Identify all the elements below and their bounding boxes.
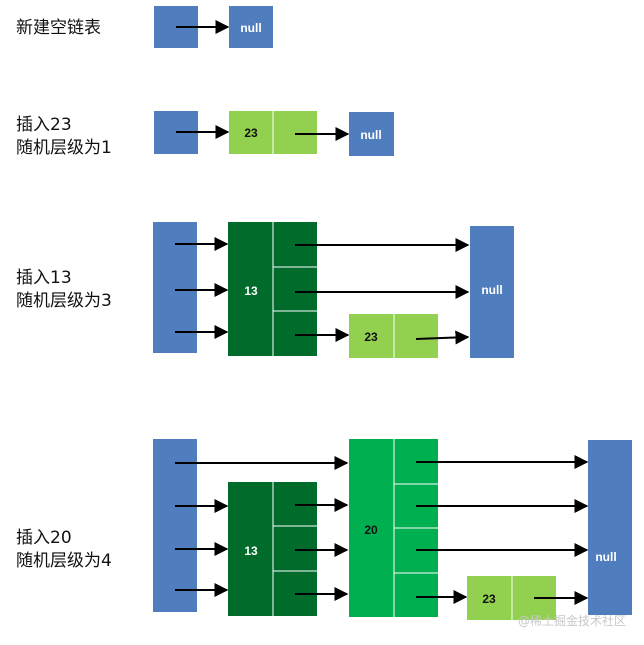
step-3-label-line-1: 插入13 <box>16 268 72 288</box>
head-node <box>153 439 197 612</box>
node-20-label: 20 <box>364 523 378 537</box>
node-13-label: 13 <box>244 544 258 558</box>
step-3-label-line-2: 随机层级为3 <box>16 291 112 311</box>
step-2-group: 插入23 随机层级为1 23 null <box>16 111 394 158</box>
null-node <box>470 226 514 358</box>
step-1-label-line-1: 新建空链表 <box>16 18 101 38</box>
null-node-label: null <box>240 21 261 35</box>
step-2-label-line-2: 随机层级为1 <box>16 138 112 158</box>
node-23-label: 23 <box>482 592 496 606</box>
head-node <box>153 222 197 353</box>
step-4-label-line-2: 随机层级为4 <box>16 551 112 571</box>
node-13-label: 13 <box>244 284 258 298</box>
step-2-label-line-1: 插入23 <box>16 115 72 135</box>
step-4-label-line-1: 插入20 <box>16 528 72 548</box>
arrow <box>415 330 470 345</box>
node-23-label: 23 <box>244 126 258 140</box>
null-node <box>588 440 632 615</box>
null-node-label: null <box>481 283 502 297</box>
null-node <box>229 6 273 48</box>
null-node-label: null <box>595 550 616 564</box>
step-4-group: 插入20 随机层级为4 13 20 23 null <box>16 439 632 620</box>
null-node-label: null <box>360 128 381 142</box>
null-node <box>349 112 394 156</box>
step-1-group: 新建空链表 null <box>16 6 273 48</box>
watermark: @稀土掘金技术社区 <box>518 613 626 628</box>
node-23-label: 23 <box>364 330 378 344</box>
step-3-group: 插入13 随机层级为3 13 23 null <box>16 222 514 358</box>
